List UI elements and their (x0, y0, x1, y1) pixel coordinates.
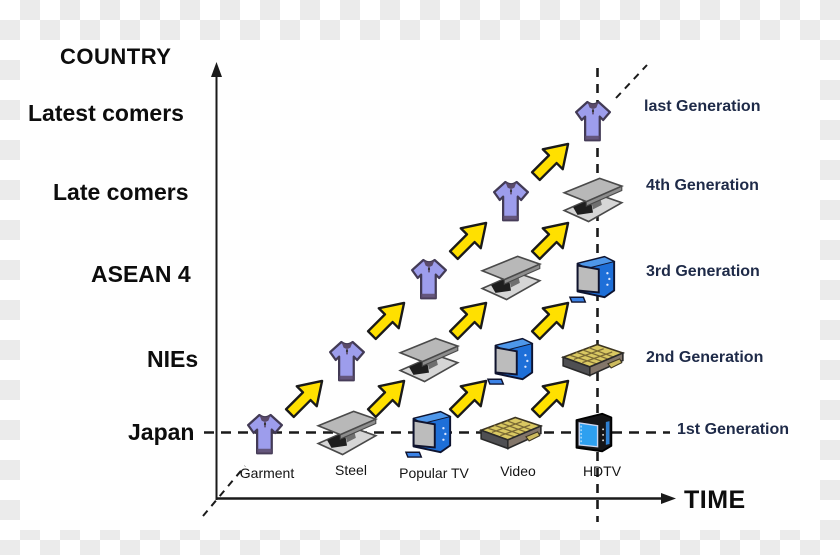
generation-label-1st: 1st Generation (677, 421, 790, 438)
country-label-latest-comers: Latest comers (28, 100, 184, 126)
y-axis-arrowhead-icon (211, 62, 222, 77)
generation-label-4th: 4th Generation (646, 177, 759, 194)
x-axis-arrowhead-icon (661, 493, 676, 504)
generation-label-3rd: 3rd Generation (646, 263, 760, 280)
country-label-japan: Japan (128, 419, 195, 445)
country-label-late-comers: Late comers (53, 179, 189, 205)
diagonal-dashed-upper (615, 64, 648, 99)
generation-label-2nd: 2nd Generation (646, 349, 764, 366)
country-label-asean-4: ASEAN 4 (91, 261, 191, 287)
y-axis-title: COUNTRY (60, 44, 172, 69)
x-axis-title: TIME (684, 486, 746, 514)
generation-label-last: last Generation (644, 98, 761, 115)
product-label-popular-tv: Popular TV (399, 465, 469, 481)
product-label-video: Video (500, 463, 536, 479)
product-label-steel: Steel (335, 462, 367, 478)
diagonal-dashed-lower (202, 465, 246, 517)
product-label-garment: Garment (239, 465, 295, 481)
country-label-nies: NIEs (147, 346, 199, 372)
product-label-hdtv: HDTV (582, 463, 622, 479)
